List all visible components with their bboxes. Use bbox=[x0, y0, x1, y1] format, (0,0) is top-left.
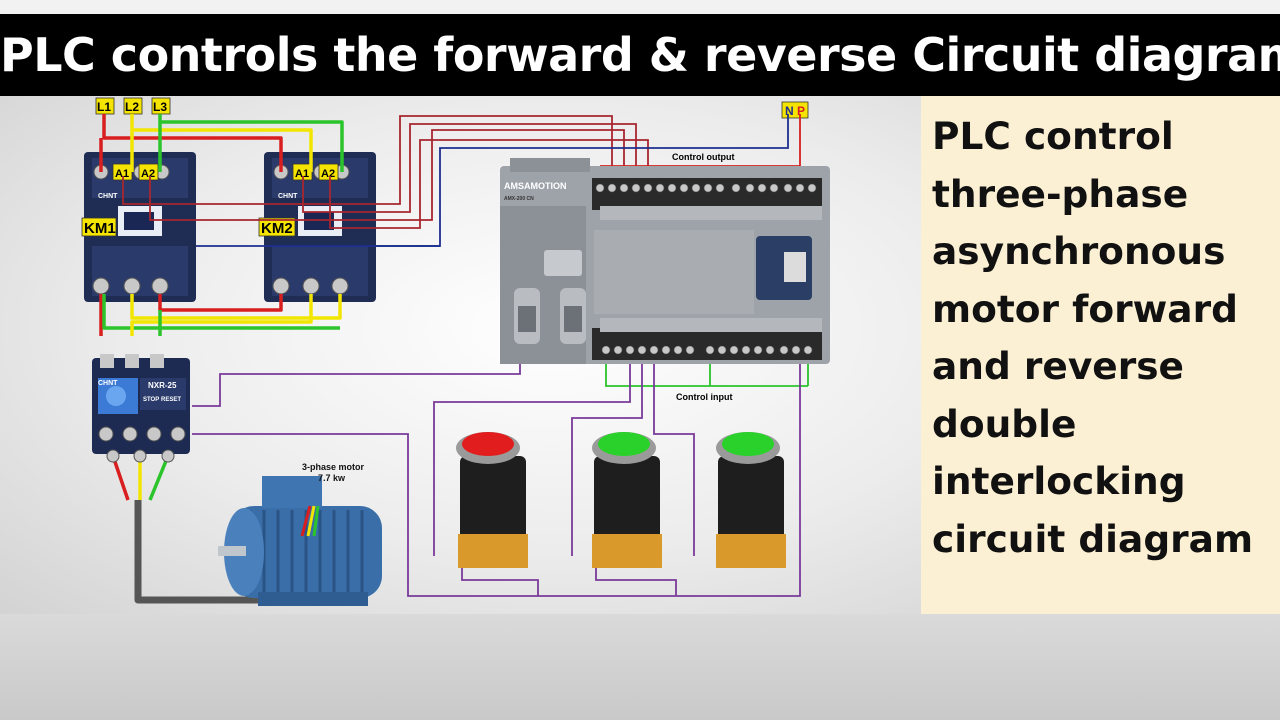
km1-a2-label: A2 bbox=[141, 168, 155, 180]
top-strip bbox=[0, 0, 1280, 14]
supply-l3-label: L3 bbox=[153, 100, 167, 114]
control-input-label: Control input bbox=[676, 392, 732, 402]
description-line: three-phase bbox=[932, 171, 1189, 216]
description-line: double bbox=[932, 401, 1077, 446]
supply-l1-label: L1 bbox=[97, 100, 111, 114]
km2-a1-label: A1 bbox=[295, 168, 309, 180]
description-text: PLC control three-phase asynchronous mot… bbox=[932, 108, 1272, 568]
stop-button[interactable] bbox=[456, 432, 528, 568]
supply-p-label: P bbox=[797, 104, 805, 118]
coil-wires bbox=[122, 114, 809, 387]
km1-a1-label: A1 bbox=[115, 168, 129, 180]
forward-start-button[interactable] bbox=[592, 432, 662, 568]
description-line: PLC control bbox=[932, 114, 1174, 158]
reverse-start-button[interactable] bbox=[716, 432, 786, 568]
contactor-km2: CHNT A1 A2 KM2 bbox=[258, 152, 376, 302]
supply-l2-label: L2 bbox=[125, 100, 139, 114]
plc-brand: AMSAMOTION bbox=[504, 181, 567, 191]
plc-unit: AMSAMOTION AMX-200 CN Control output Con… bbox=[500, 152, 830, 402]
description-panel: PLC control three-phase asynchronous mot… bbox=[921, 96, 1280, 614]
km1-brand: CHNT bbox=[98, 193, 118, 200]
motor-label-type: 3-phase motor bbox=[302, 462, 365, 472]
power-wires bbox=[99, 114, 344, 604]
km2-a2-label: A2 bbox=[321, 168, 335, 180]
km2-brand: CHNT bbox=[278, 193, 298, 200]
description-line: circuit diagram bbox=[932, 516, 1254, 561]
circuit-diagram: CHNT A1 A2 KM1 CHNT A1 A2 KM2 L1 L2 L3 bbox=[0, 96, 921, 614]
bottom-strip bbox=[0, 614, 1280, 720]
relay-reset: RESET bbox=[161, 397, 181, 403]
description-line: interlocking bbox=[932, 459, 1186, 503]
supply-n-label: N bbox=[785, 104, 794, 118]
km2-label: KM2 bbox=[261, 220, 293, 237]
supply-terminals: L1 L2 L3 N P bbox=[95, 97, 809, 119]
circuit-diagram-svg: CHNT A1 A2 KM1 CHNT A1 A2 KM2 L1 L2 L3 bbox=[81, 97, 830, 606]
plc-model: AMX-200 CN bbox=[504, 196, 534, 202]
control-output-label: Control output bbox=[672, 152, 734, 162]
relay-brand: CHNT bbox=[98, 380, 118, 387]
relay-stop: STOP bbox=[143, 397, 159, 403]
overload-relay: CHNT NXR-25 STOP RESET bbox=[92, 354, 190, 463]
km1-label: KM1 bbox=[84, 220, 116, 237]
relay-model: NXR-25 bbox=[148, 381, 177, 390]
page-title: PLC controls the forward & reverse Circu… bbox=[0, 14, 1280, 96]
three-phase-motor: 3-phase motor 7.7 kw bbox=[218, 462, 382, 606]
description-line: motor forward bbox=[932, 286, 1238, 331]
motor-label-power: 7.7 kw bbox=[318, 473, 346, 483]
input-wires bbox=[192, 350, 801, 597]
contactor-km1: CHNT A1 A2 KM1 bbox=[81, 152, 196, 302]
description-line: asynchronous bbox=[932, 229, 1226, 273]
description-line: and reverse bbox=[932, 344, 1184, 388]
